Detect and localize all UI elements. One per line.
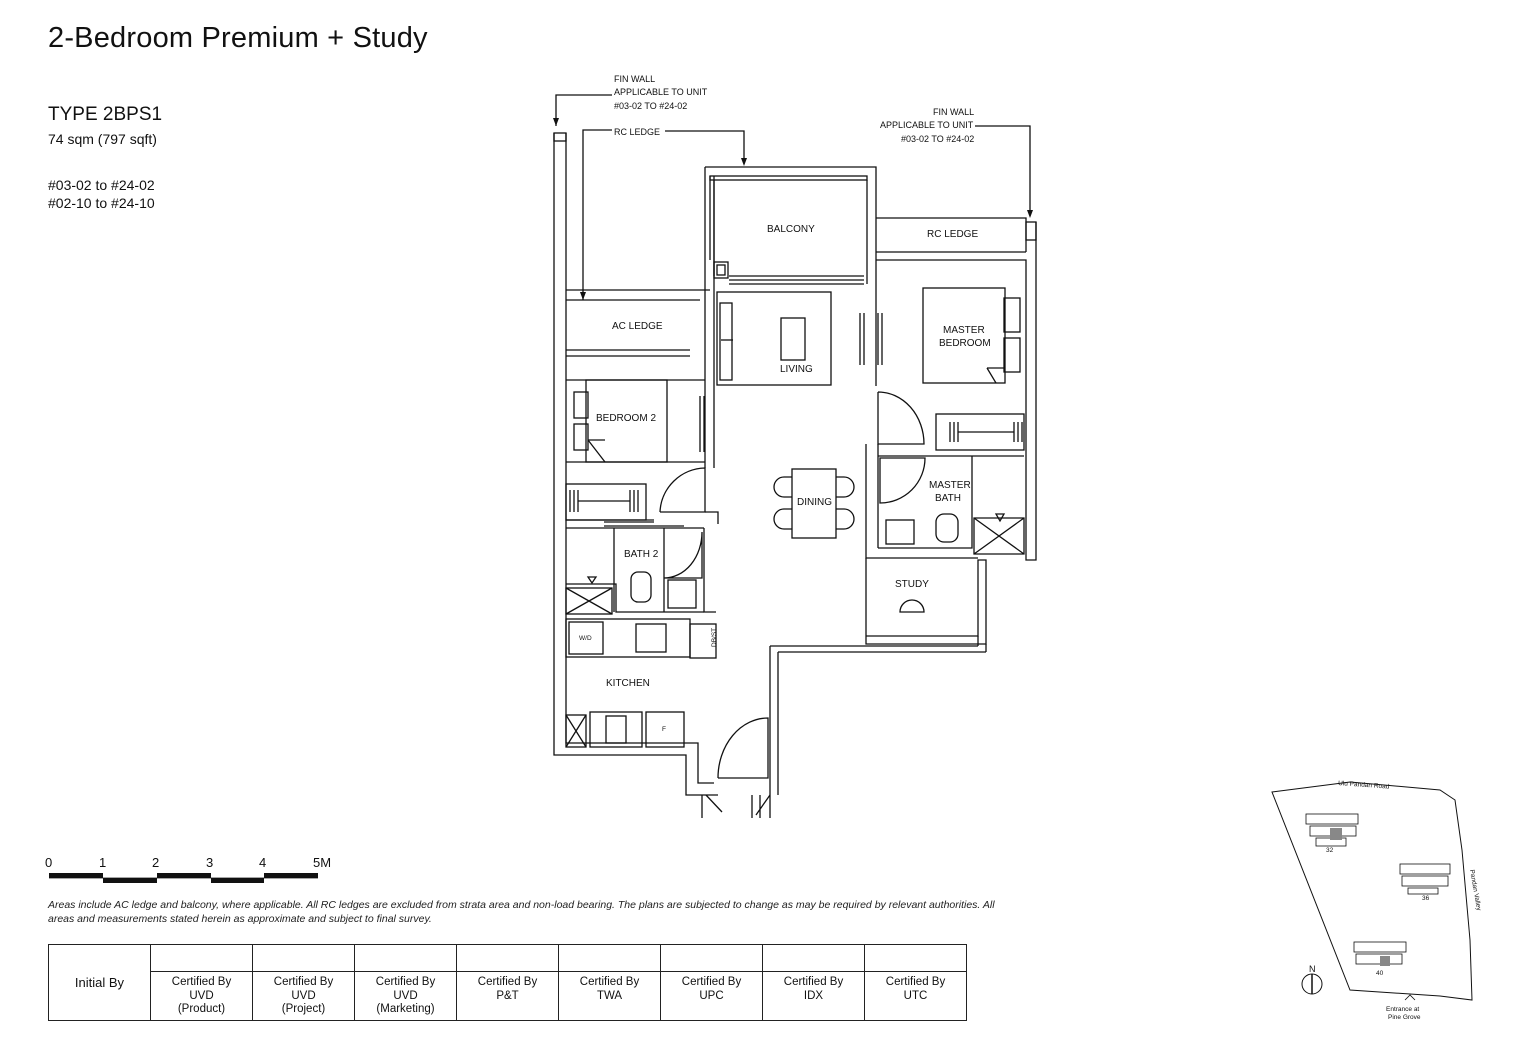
scale-tick-label: 2 — [152, 855, 159, 870]
site-key-plan: Ulu Pandan Road Pandan Valley Entrance a… — [1271, 780, 1482, 1021]
scale-bar: 0 1 2 3 4 5M — [45, 855, 331, 883]
room-label-master-bath: BATH — [935, 493, 961, 504]
block-number: 32 — [1326, 847, 1334, 854]
road-label-top: Ulu Pandan Road — [1338, 780, 1390, 791]
unit-range: #03-02 to #24-02 — [48, 177, 155, 193]
room-label-bedroom-2: BEDROOM 2 — [596, 413, 656, 424]
north-arrow-label: N — [1309, 964, 1316, 974]
rc-ledge-top-label: RC LEDGE — [614, 127, 660, 137]
scale-tick-label: 4 — [259, 855, 266, 870]
room-label-kitchen: KITCHEN — [606, 678, 650, 689]
washer-dryer-label: W/D — [579, 635, 592, 642]
fin-wall-left-label: FIN WALL — [614, 74, 655, 84]
floor-plan-walls — [553, 94, 1037, 818]
entrance-label: Entrance at — [1386, 1006, 1419, 1013]
db-st-label: DB/ST — [711, 628, 718, 647]
room-label-balcony: BALCONY — [767, 224, 815, 235]
entrance-label: Pine Grove — [1388, 1014, 1421, 1021]
disclaimer-text: Areas include AC ledge and balcony, wher… — [48, 899, 995, 925]
scale-tick-label: 0 — [45, 855, 52, 870]
leader-arrows — [553, 118, 1033, 300]
unit-range: #02-10 to #24-10 — [48, 195, 155, 211]
room-label-ac-ledge: AC LEDGE — [612, 321, 663, 332]
fridge-label: F — [662, 726, 666, 733]
initial-by-cell: Initial By — [48, 944, 151, 1021]
block-number: 36 — [1422, 895, 1430, 902]
fin-wall-right-label: #03-02 TO #24-02 — [901, 134, 974, 144]
fin-wall-left-label: #03-02 TO #24-02 — [614, 101, 687, 111]
room-label-rc-ledge: RC LEDGE — [927, 229, 978, 240]
scale-tick-label: 1 — [99, 855, 106, 870]
scale-tick-label: 3 — [206, 855, 213, 870]
room-label-master-bedroom: MASTER — [943, 325, 985, 336]
room-label-living: LIVING — [780, 364, 813, 375]
unit-area: 74 sqm (797 sqft) — [48, 131, 157, 147]
room-label-dining: DINING — [797, 497, 832, 508]
room-label-master-bedroom: BEDROOM — [939, 338, 991, 349]
block-number: 40 — [1376, 970, 1384, 977]
road-label-right: Pandan Valley — [1468, 869, 1482, 912]
fin-wall-right-label: FIN WALL — [933, 107, 974, 117]
fin-wall-left-label: APPLICABLE TO UNIT — [614, 87, 708, 97]
unit-type: TYPE 2BPS1 — [48, 104, 163, 125]
room-label-master-bath: MASTER — [929, 480, 971, 491]
room-label-study: STUDY — [895, 579, 929, 590]
fin-wall-right-label: APPLICABLE TO UNIT — [880, 120, 974, 130]
page-title: 2-Bedroom Premium + Study — [48, 22, 428, 54]
scale-tick-label: 5M — [313, 855, 331, 870]
room-label-bath-2: BATH 2 — [624, 549, 659, 560]
